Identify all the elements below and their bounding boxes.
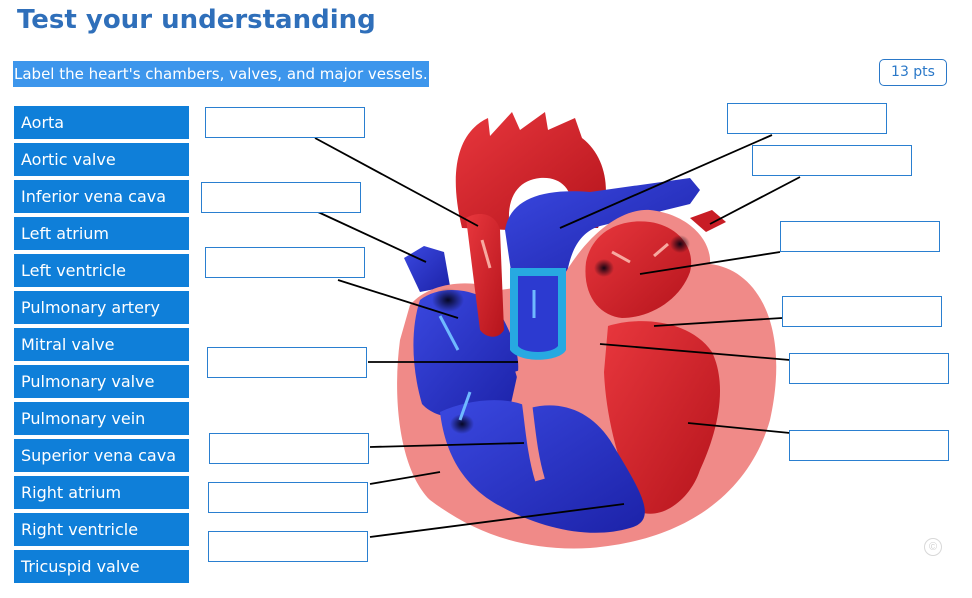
drop-zone-13[interactable] [789, 430, 949, 461]
flow-arrows [438, 290, 536, 421]
flow-arrow [458, 391, 472, 421]
vena-cava-shape [404, 246, 450, 292]
leader-line [337, 279, 459, 319]
drop-zone-2[interactable] [201, 182, 361, 213]
label-chip-right-ventricle[interactable]: Right ventricle [14, 513, 189, 546]
drop-zone-5[interactable] [209, 433, 369, 464]
label-chip-pulmonary-vein[interactable]: Pulmonary vein [14, 402, 189, 435]
drop-zone-1[interactable] [205, 107, 365, 138]
flow-arrow [611, 250, 631, 264]
label-chip-left-atrium[interactable]: Left atrium [14, 217, 189, 250]
leader-line [317, 211, 427, 263]
drop-zone-7[interactable] [208, 531, 368, 562]
pulmonary-artery-shape [505, 178, 700, 280]
flow-arrow [653, 242, 669, 258]
aortic-outflow-shape [466, 214, 504, 337]
label-chip-inferior-vena-cava[interactable]: Inferior vena cava [14, 180, 189, 213]
leader-line [687, 422, 791, 434]
drop-zone-11[interactable] [782, 296, 942, 327]
leader-line [369, 471, 441, 485]
flow-arrow [438, 315, 460, 351]
leader-line [639, 251, 781, 275]
copyright-icon: © [924, 538, 942, 556]
label-chip-mitral-valve[interactable]: Mitral valve [14, 328, 189, 361]
label-chip-superior-vena-cava[interactable]: Superior vena cava [14, 439, 189, 472]
septum-shape [515, 368, 545, 482]
right-ventricle-shape [440, 400, 645, 533]
drop-zone-4[interactable] [207, 347, 367, 378]
shadow-spot [450, 414, 474, 434]
label-chip-aorta[interactable]: Aorta [14, 106, 189, 139]
aorta-shape [455, 112, 606, 230]
pulmonary-valve-inner [518, 276, 558, 352]
label-chip-aortic-valve[interactable]: Aortic valve [14, 143, 189, 176]
label-chip-right-atrium[interactable]: Right atrium [14, 476, 189, 509]
leader-line [314, 137, 479, 227]
label-chip-pulmonary-valve[interactable]: Pulmonary valve [14, 365, 189, 398]
label-chip-tricuspid-valve[interactable]: Tricuspid valve [14, 550, 189, 583]
leader-line [369, 503, 625, 538]
leader-line [559, 134, 773, 229]
leader-line [653, 317, 783, 327]
pulmonary-vein-shape [690, 210, 726, 232]
drop-zone-3[interactable] [205, 247, 365, 278]
leader-line [709, 176, 801, 225]
shadow-spot [670, 235, 690, 253]
drop-zone-9[interactable] [752, 145, 912, 176]
flow-arrow [480, 239, 492, 269]
flow-arrows-red [480, 239, 669, 269]
left-ventricle-shape [604, 321, 721, 514]
shadow-spot [432, 288, 464, 312]
points-badge: 13 pts [879, 59, 947, 86]
leader-lines [314, 134, 801, 538]
shadow-spot [594, 259, 614, 277]
drop-zone-8[interactable] [727, 103, 887, 134]
leader-line [369, 442, 525, 448]
drop-zone-12[interactable] [789, 353, 949, 384]
question-instruction: Label the heart's chambers, valves, and … [13, 61, 429, 87]
drop-zone-6[interactable] [208, 482, 368, 513]
label-bank: Aorta Aortic valve Inferior vena cava Le… [14, 106, 189, 587]
page-title: Test your understanding [17, 5, 376, 35]
leader-line [599, 343, 791, 361]
drop-zone-10[interactable] [780, 221, 940, 252]
label-chip-pulmonary-artery[interactable]: Pulmonary artery [14, 291, 189, 324]
label-chip-left-ventricle[interactable]: Left ventricle [14, 254, 189, 287]
